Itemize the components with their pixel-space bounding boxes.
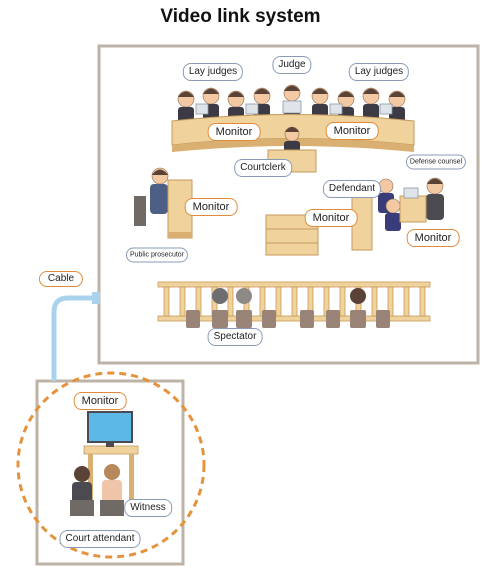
label-monitor-bench-right: Monitor [325,122,379,140]
label-defense-counsel: Defense counsel [405,154,467,170]
label-monitor-bench-left: Monitor [207,123,261,141]
label-monitor-defense: Monitor [406,229,460,247]
label-lay-judges-left: Lay judges [182,63,244,81]
defense-area [351,177,444,251]
label-monitor-witness-room: Monitor [73,392,127,410]
label-judge: Judge [272,56,312,74]
witness-room-highlight [16,371,206,559]
label-court-clerk: Courtclerk [234,159,292,177]
label-lay-judges-right: Lay judges [348,63,410,81]
witness-room-monitor-screen [87,411,133,443]
diagram-title: Video link system [160,6,321,27]
label-monitor-prosecutor: Monitor [184,198,238,216]
label-spectator: Spectator [207,328,263,346]
label-defendant: Defendant [322,180,382,198]
video-cable [51,295,99,381]
label-cable: Cable [38,271,84,287]
witness-room-scene [70,411,139,516]
label-monitor-center: Monitor [304,209,358,227]
spectator-gallery [157,281,431,328]
judges-group [177,84,406,123]
cable-connector [92,292,100,304]
label-court-attendant: Court attendant [59,530,141,548]
label-witness: Witness [124,499,172,517]
label-public-prosecutor: Public prosecutor [125,247,189,263]
